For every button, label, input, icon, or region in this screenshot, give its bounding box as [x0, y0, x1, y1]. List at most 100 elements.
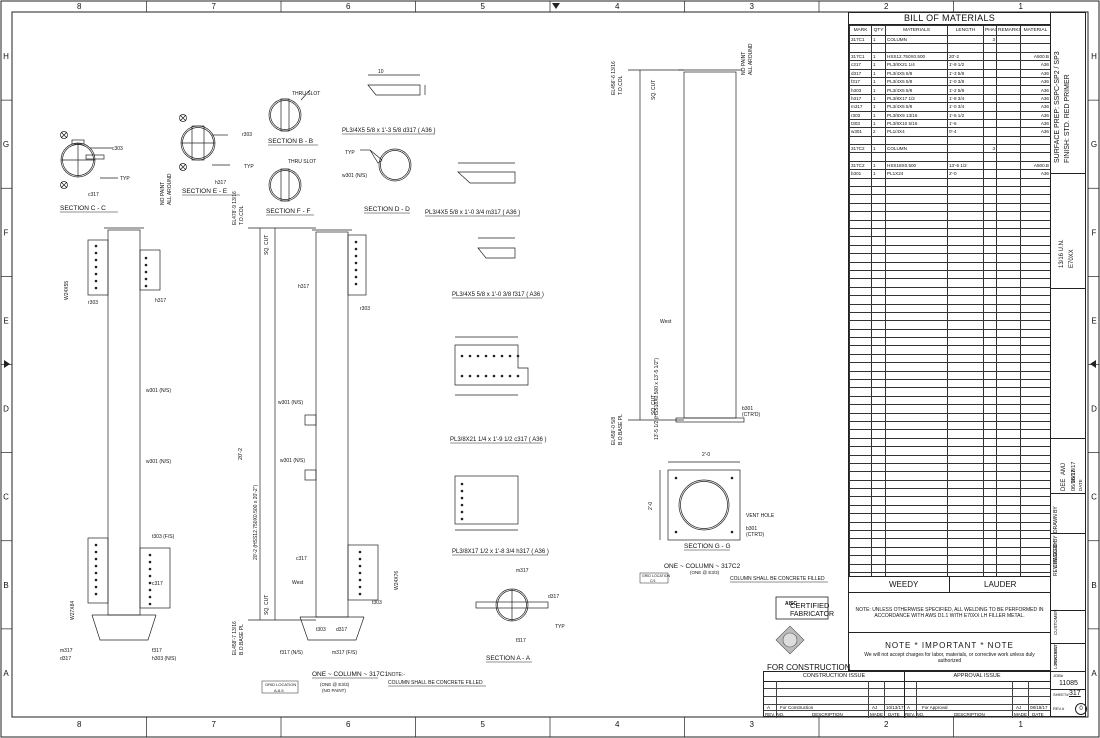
el-base-col2: EL459'-0 5/8 [611, 417, 617, 445]
svg-text:10: 10 [378, 69, 384, 75]
grid-col-bottom: 2 [884, 720, 889, 729]
date-header-2: DATE [1032, 712, 1044, 717]
note-label-1: NOTE:- [388, 672, 405, 678]
bom-cell: A36 [1020, 60, 1050, 70]
m317-label-col1: m317 [60, 648, 73, 654]
important-note: NOTE * IMPORTANT * NOTE We will not acce… [848, 633, 1051, 671]
rev-value: 0 [1075, 703, 1087, 715]
w301-label-dd: w301 (N/S) [342, 173, 367, 179]
bom-blank-row [849, 462, 1050, 473]
bom-blank-row [849, 202, 1050, 213]
bom-cell: HSS12.750X0.500 [885, 51, 948, 62]
bom-cell [1020, 144, 1050, 154]
bom-cell: 13'-5 1/2 [947, 160, 984, 171]
grid-col-bottom: 8 [77, 720, 82, 729]
bom-cell [983, 51, 997, 62]
thru-slot-bb: THRU SLOT [292, 91, 320, 97]
grid-row-right: A [1091, 669, 1097, 678]
bom-cell: A500.B [1020, 51, 1050, 62]
bom-cell: PL1/4X4 [885, 127, 948, 137]
bom-cell: PL3/4X5 5/8 [885, 85, 948, 95]
bom-cell: A500.B [1020, 160, 1050, 171]
plate-h317 [454, 475, 519, 531]
bom-blank-row [849, 437, 1050, 448]
bom-cell: A36 [1020, 76, 1050, 87]
bom-row [849, 152, 1050, 162]
bom-cell [849, 43, 872, 53]
sq-cut-col2b: SQ. CUT [651, 395, 657, 415]
bom-cell [849, 135, 872, 146]
date-label: DATE [1078, 479, 1083, 491]
bom-blank-row [849, 244, 1050, 255]
finish: FINISH: STD. RED PRIMER [1064, 74, 1071, 163]
bom-cell: 0'-4 [947, 127, 984, 137]
bom-cell: w301 [849, 127, 872, 137]
bom-cell: 1 [871, 76, 886, 87]
bom-cell [983, 85, 997, 95]
bom-cell: 20'-2 [947, 51, 984, 62]
col2-sub: (ONE @ E3/3) [690, 570, 720, 575]
svg-text:m317 (F/S): m317 (F/S) [332, 650, 357, 656]
bom-blank-row [849, 219, 1050, 230]
bom-header-1: QTY [871, 25, 886, 36]
bom-cell [1020, 152, 1050, 162]
bom-cell: COLUMN [885, 144, 948, 154]
bom-blank-row [849, 311, 1050, 322]
job-block: CUSTOMER PROJECT LOCATION JOB# 11085 SHE… [1051, 577, 1087, 717]
bom-cell [983, 43, 997, 53]
bom-blank-row [849, 227, 1050, 238]
f317-label-aa: f317 [516, 638, 526, 644]
customer-label: CUSTOMER [1053, 609, 1058, 635]
bom-cell [947, 144, 984, 154]
bom-blank-row [849, 378, 1050, 389]
bom-cell: PL3/8X17 1/2 [885, 93, 948, 104]
bom-header-4: PHASE [983, 25, 997, 36]
bom-cell: A36 [1020, 110, 1050, 120]
bom-cell [996, 60, 1021, 70]
bom-header-2: MATERIALS [885, 25, 948, 36]
for-construction: FOR CONSTRUCTION [767, 663, 851, 672]
job-label: JOB# [1053, 673, 1064, 678]
bom-cell [996, 160, 1021, 171]
bom-cell [1020, 43, 1050, 53]
t303-label-col1: t303 (F/S) [152, 534, 175, 540]
bom-cell [983, 110, 997, 120]
bom-cell [1020, 34, 1050, 45]
c317-label-cc: c317 [88, 192, 99, 198]
bom-cell [849, 152, 872, 162]
bom-cell: 1 [871, 118, 886, 129]
concrete-note-2: COLUMN SHALL BE CONCRETE FILLED [730, 576, 825, 582]
grid-row-left: E [3, 316, 8, 325]
bom-blank-row [849, 429, 1050, 439]
rev2-no: A [907, 705, 911, 710]
bom-cell [885, 152, 948, 162]
dim-20-2: 20'-2 [238, 448, 244, 460]
vent-hole-label: VENT HOLE [746, 513, 775, 519]
section-b-b [268, 89, 311, 132]
bom-header-3: LENGTH [947, 25, 984, 36]
h303-label-col1: h303 (N/S) [152, 656, 177, 662]
weld-note: NOTE: UNLESS OTHERWISE SPECIFIED, ALL WE… [848, 593, 1051, 633]
grid-loc-a: GRID LOCATION [265, 682, 296, 687]
column-317c1-side [248, 227, 379, 641]
bom-cell: 1'-9 1/2 [947, 60, 984, 70]
bom-cell: 1 [871, 93, 886, 104]
bom-blank-row [849, 286, 1050, 297]
bom-cell: 317C1 [849, 34, 872, 45]
bom-blank-row [849, 269, 1050, 280]
bom-blank-row [849, 295, 1050, 305]
plate-m317-label: PL3/4X5 5/8 x 1'-0 3/4 m317 ( A36 ) [425, 210, 520, 216]
c303-label: c303 [112, 146, 123, 152]
grid-row-right: E [1091, 316, 1096, 325]
bom-cell: 1 [871, 169, 886, 179]
sheet-number: 317 [1069, 690, 1081, 697]
bom-cell: A36 [1020, 102, 1050, 112]
r303-label-col1: r303 [88, 300, 98, 306]
made-header: MADE [870, 712, 884, 717]
